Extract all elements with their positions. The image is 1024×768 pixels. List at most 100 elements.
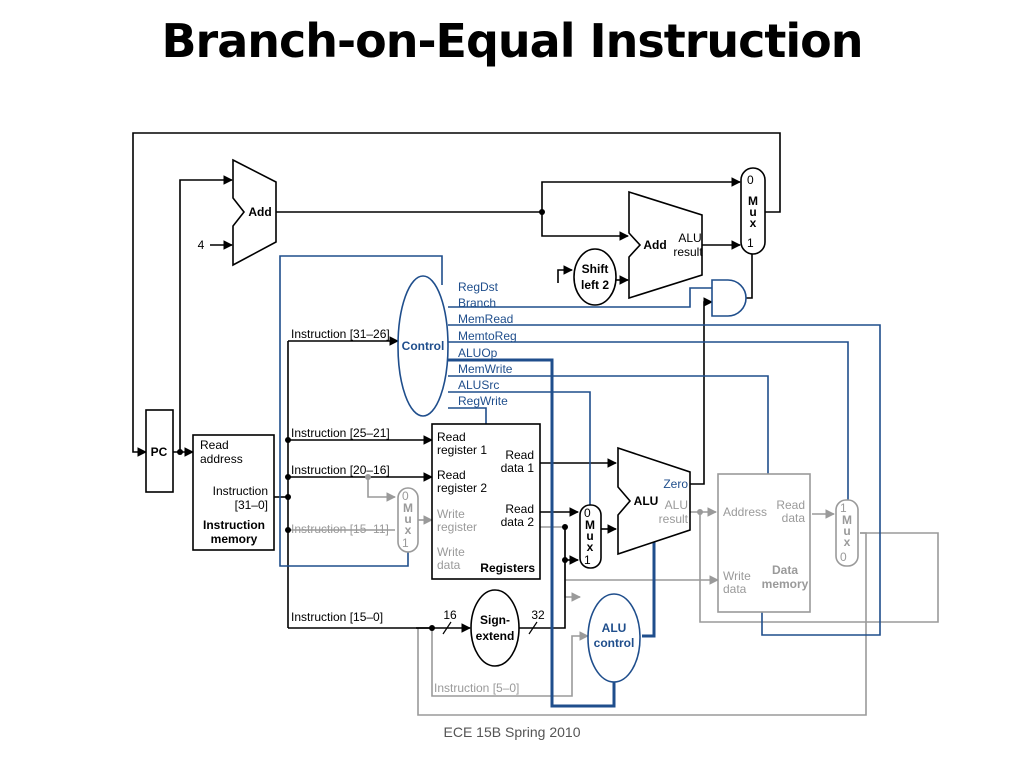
control-label: Control [402, 339, 445, 353]
control-unit [397, 275, 449, 417]
regdst-mux-x: x [405, 523, 412, 537]
regdst-mux-u: u [404, 512, 411, 526]
shift-label-2: left 2 [581, 278, 609, 292]
reg-write-register-1: Write [437, 507, 465, 521]
signal-aluop: ALUOp [458, 346, 498, 360]
reg-write-data-2: data [437, 558, 461, 572]
memtoreg-mux [835, 499, 859, 567]
regdst-mux-in0: 0 [402, 489, 409, 503]
imem-read-address-2: address [200, 452, 243, 466]
signal-memwrite: MemWrite [458, 362, 513, 376]
reg-read-data2-1: Read [505, 502, 534, 516]
pc-mux-u: u [749, 205, 756, 219]
dmem-name-2: memory [762, 577, 809, 591]
data-memory [717, 473, 811, 613]
signal-regdst: RegDst [458, 280, 499, 294]
alusrc-mux-u: u [586, 529, 593, 543]
reg-read-register2-1: Read [437, 468, 466, 482]
imem-name-2: memory [211, 532, 258, 546]
pc-mux-x: x [750, 216, 757, 230]
reg-read-register1-1: Read [437, 430, 466, 444]
imem-instruction-2: [31–0] [235, 498, 268, 512]
signal-regwrite: RegWrite [458, 394, 508, 408]
add-constant-label: 4 [198, 238, 205, 252]
alusrc-mux-m: M [585, 518, 595, 532]
alusrc-mux-in0: 0 [584, 506, 591, 520]
alu-control-label-2: control [594, 636, 635, 650]
alusrc-mux [579, 504, 602, 569]
memtoreg-mux-m: M [842, 513, 852, 527]
memtoreg-mux-x: x [844, 535, 851, 549]
signal-branch: Branch [458, 296, 496, 310]
field-imm-label: Instruction [15–0] [291, 610, 383, 624]
main-alu [617, 446, 691, 556]
control-wires [279, 255, 881, 636]
field-rd-label: Instruction [15–11] [291, 522, 389, 536]
dmem-write-data-1: Write [723, 569, 751, 583]
dmem-read-data-2: data [782, 511, 806, 525]
alu-zero-label: Zero [663, 477, 688, 491]
signal-memtoreg: MemtoReg [458, 329, 517, 343]
sign-extend-unit [470, 589, 520, 667]
regdst-mux-in1: 1 [402, 536, 409, 550]
pc-mux-m: M [748, 194, 758, 208]
dmem-read-data-1: Read [776, 498, 805, 512]
dmem-address-label: Address [723, 505, 767, 519]
field-funct-label: Instruction [5–0] [434, 681, 519, 695]
memtoreg-mux-in1: 1 [840, 501, 847, 515]
imem-read-address-1: Read [200, 438, 229, 452]
alu-label: ALU [634, 494, 659, 508]
pc-adder [232, 158, 277, 267]
imem-name-1: Instruction [203, 518, 265, 532]
reg-read-register2-2: register 2 [437, 481, 487, 495]
active-wires [132, 132, 781, 633]
sign-extend-label-1: Sign- [480, 613, 510, 627]
signal-alusrc: ALUSrc [458, 378, 499, 392]
register-file [431, 423, 541, 580]
reg-write-data-1: Write [437, 545, 465, 559]
alu-result-label-2: result [659, 512, 689, 526]
branch-adder [628, 190, 703, 300]
reg-read-register1-2: register 1 [437, 443, 487, 457]
pc-source-mux [740, 167, 766, 255]
regdst-mux [397, 487, 419, 553]
width-in-label: 16 [443, 608, 457, 622]
reg-read-data1-2: data 1 [501, 461, 535, 475]
slide-title: Branch-on-Equal Instruction [161, 14, 863, 68]
branch-adder-label: Add [643, 238, 666, 252]
reg-write-register-2: register [437, 520, 477, 534]
regdst-mux-m: M [403, 501, 413, 515]
reg-read-data2-2: data 2 [501, 515, 535, 529]
pc-mux-in1: 1 [747, 236, 754, 250]
instruction-memory [192, 434, 275, 551]
imem-instruction-1: Instruction [213, 484, 268, 498]
shift-left-2-unit [573, 248, 617, 306]
branch-adder-result-2: result [673, 245, 703, 259]
pc-adder-label: Add [248, 205, 271, 219]
pc-mux-in0: 0 [747, 173, 754, 187]
aluop-bus [448, 358, 616, 708]
alusrc-mux-x: x [587, 540, 594, 554]
width-out-label: 32 [531, 608, 545, 622]
registers-name: Registers [480, 561, 535, 575]
field-rs-label: Instruction [25–21] [291, 426, 390, 440]
field-rt-label: Instruction [20–16] [291, 463, 390, 477]
pc-register [145, 409, 174, 493]
wire-junctions [177, 209, 568, 631]
dmem-write-data-2: data [723, 582, 747, 596]
branch-and-gate [711, 279, 747, 317]
dmem-name-1: Data [772, 563, 798, 577]
sign-extend-label-2: extend [476, 629, 515, 643]
field-op-label: Instruction [31–26] [291, 327, 390, 341]
signal-memread: MemRead [458, 312, 513, 326]
branch-adder-result-1: ALU [678, 231, 701, 245]
shift-label-1: Shift [582, 262, 609, 276]
alusrc-mux-in1: 1 [584, 553, 591, 567]
alu-control-bus [642, 530, 656, 638]
alu-control-unit [587, 593, 641, 683]
memtoreg-mux-u: u [843, 524, 850, 538]
alu-result-label-1: ALU [665, 498, 688, 512]
slide-footer: ECE 15B Spring 2010 [443, 724, 581, 740]
reg-read-data1-1: Read [505, 448, 534, 462]
